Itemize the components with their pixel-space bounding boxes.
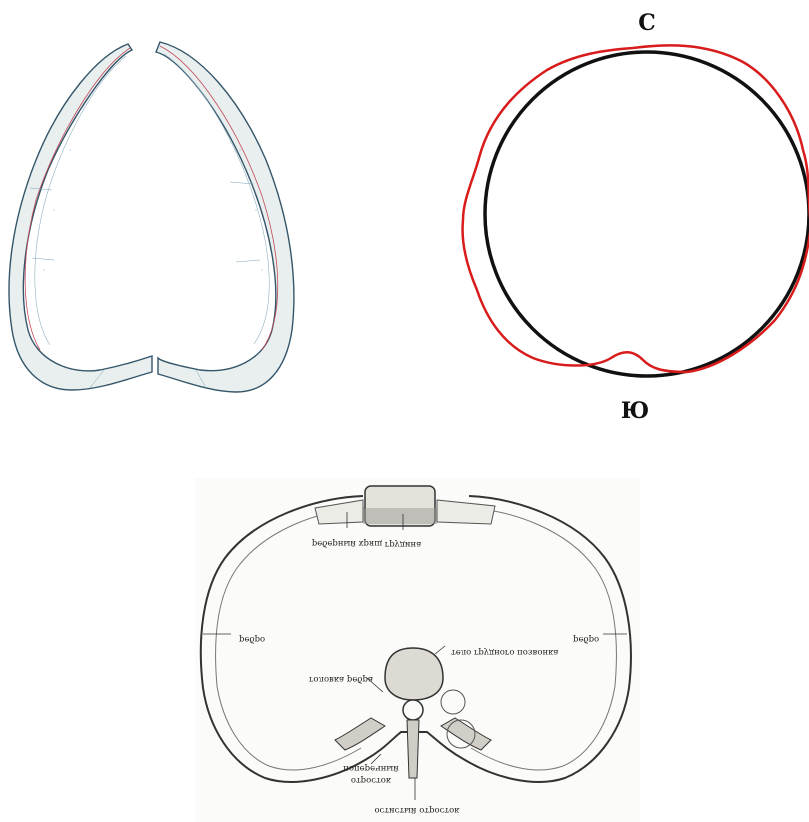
first-ribs-drawing [0, 0, 300, 420]
rib-left-label: ребро [239, 634, 265, 645]
right-rib [156, 42, 294, 392]
costal-cartilage-label: реберный хрящ [312, 538, 382, 549]
first-ribs-figure [0, 0, 300, 420]
thorax-cross-section-figure: реберный хрящ грудина ребро ребро тело г… [195, 478, 640, 822]
transverse-process-label-1: поперечный [343, 763, 399, 773]
sternum-label: грудина [385, 539, 422, 549]
left-rib [9, 44, 152, 390]
transverse-process-label-2: отросток [351, 775, 392, 785]
outline-comparison-drawing: С Ю [455, 0, 809, 430]
north-label: С [638, 10, 656, 36]
rib-right-label: ребро [573, 634, 599, 645]
reference-circle [485, 52, 809, 376]
outline-comparison-figure: С Ю [455, 0, 809, 430]
spinous-process-label: остистый отросток [374, 805, 460, 815]
south-label: Ю [621, 398, 649, 424]
vertebra-body-label: тело грудного позвонка [451, 647, 559, 657]
rib-head-label: головка ребра [309, 674, 373, 685]
thorax-cross-section-drawing: реберный хрящ грудина ребро ребро тело г… [195, 478, 640, 822]
